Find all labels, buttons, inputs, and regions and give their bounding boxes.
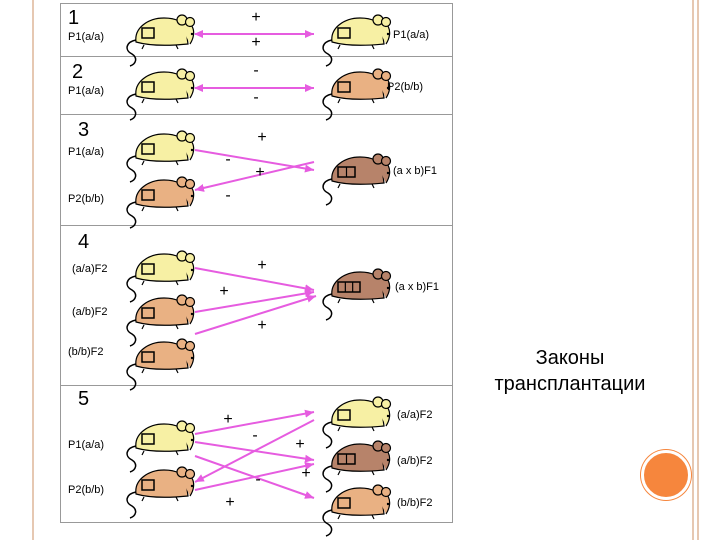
slide-title-line-1: Законы bbox=[535, 347, 605, 369]
panel-5-arrow-aa-to-p2 bbox=[194, 419, 315, 483]
panel-3-left-label-2: P2(b/b) bbox=[68, 193, 104, 205]
panel-2-number: 2 bbox=[72, 61, 83, 83]
panel-3-sign-4: - bbox=[225, 187, 230, 204]
panel-5-mouse-ab bbox=[322, 440, 392, 493]
panel-4-mouse-bb bbox=[126, 338, 196, 391]
panel-5-sign-5: + bbox=[301, 465, 310, 482]
panel-1-donor-mouse bbox=[126, 14, 196, 67]
panel-4-arrow-ab bbox=[194, 289, 315, 313]
panel-1-recipient-mouse bbox=[322, 14, 392, 67]
orange-circle-decoration bbox=[641, 450, 691, 500]
panel-4-arrow-bb bbox=[194, 294, 317, 335]
panel-1-right-label: P1(a/a) bbox=[393, 29, 429, 41]
slide-title: Законы трансплантации bbox=[465, 345, 675, 397]
slide-title-line-2: трансплантации bbox=[494, 373, 646, 395]
panel-4-left-label-1: (a/a)F2 bbox=[72, 263, 107, 275]
panel-frame bbox=[60, 3, 453, 523]
panel-5-mouse-p2 bbox=[126, 466, 196, 519]
panel-5-arrow-p1-to-aa bbox=[194, 409, 315, 435]
panel-5-sign-2: - bbox=[252, 427, 257, 444]
panel-2-right-label: P2(b/b) bbox=[387, 81, 423, 93]
panel-5-mouse-p1 bbox=[126, 420, 196, 473]
panel-5-sign-1: + bbox=[223, 411, 232, 428]
panel-4-arrow-aa bbox=[194, 267, 315, 293]
panel-3-sign-2: - bbox=[225, 151, 230, 168]
panel-5-arrow-p1-to-bb bbox=[194, 455, 315, 499]
panel-1-number: 1 bbox=[68, 7, 79, 29]
panel-3-number: 3 bbox=[78, 119, 89, 141]
right-rail-outer bbox=[692, 0, 694, 540]
panel-3-sign-1: + bbox=[257, 129, 266, 146]
panel-3-right-label: (a x b)F1 bbox=[393, 165, 437, 177]
panel-4-mouse-f1 bbox=[322, 268, 392, 321]
panel-5-sign-4: - bbox=[255, 471, 260, 488]
panel-5-mouse-aa bbox=[322, 396, 392, 449]
panel-5-right-label-1: (a/a)F2 bbox=[397, 409, 432, 421]
panel-2-recipient-mouse bbox=[322, 68, 392, 121]
panel-4-left-label-3: (b/b)F2 bbox=[68, 346, 103, 358]
panel-5-sign-6: + bbox=[225, 494, 234, 511]
panel-3-sign-3: + bbox=[255, 164, 264, 181]
panel-5-right-label-2: (a/b)F2 bbox=[397, 455, 432, 467]
panel-4-mouse-aa bbox=[126, 250, 196, 303]
panel-5-left-label-1: P1(a/a) bbox=[68, 439, 104, 451]
right-rail-inner bbox=[697, 0, 699, 540]
left-rail bbox=[32, 0, 34, 540]
panel-3-arrow-f1-to-p2 bbox=[194, 161, 315, 192]
panel-4-mouse-ab bbox=[126, 294, 196, 347]
panel-2-sign-2: - bbox=[253, 89, 258, 106]
panel-3-left-label-1: P1(a/a) bbox=[68, 146, 104, 158]
panel-5-right-label-3: (b/b)F2 bbox=[397, 497, 432, 509]
panel-4-left-label-2: (a/b)F2 bbox=[72, 306, 107, 318]
panel-5-left-label-2: P2(b/b) bbox=[68, 484, 104, 496]
panel-3-mouse-p2 bbox=[126, 176, 196, 229]
panel-3-mouse-f1 bbox=[322, 153, 392, 206]
panel-2-donor-mouse bbox=[126, 68, 196, 121]
panel-1-left-label: P1(a/a) bbox=[68, 31, 104, 43]
panel-2-sign-1: - bbox=[253, 62, 258, 79]
panel-4-sign-2: + bbox=[219, 283, 228, 300]
panel-4-sign-3: + bbox=[257, 317, 266, 334]
panel-1-sign-1: + bbox=[251, 9, 260, 26]
panel-5-mouse-bb bbox=[322, 484, 392, 537]
panel-4-right-label: (a x b)F1 bbox=[395, 281, 439, 293]
panel-4-number: 4 bbox=[78, 231, 89, 253]
panel-4-sign-1: + bbox=[257, 257, 266, 274]
panel-3-mouse-p1 bbox=[126, 130, 196, 183]
panel-5-number: 5 bbox=[78, 388, 89, 410]
panel-2-left-label: P1(a/a) bbox=[68, 85, 104, 97]
panel-1-sign-2: + bbox=[251, 34, 260, 51]
panel-5-sign-3: + bbox=[295, 436, 304, 453]
